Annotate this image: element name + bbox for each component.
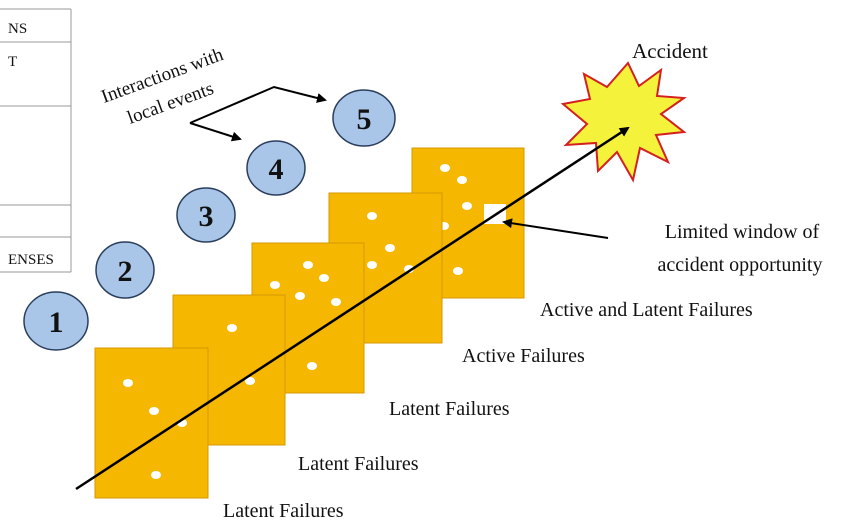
arrow-to-5 (189, 85, 327, 124)
circle-3: 3 (176, 187, 236, 243)
slice-1 (94, 347, 209, 499)
accident-trajectory (75, 126, 630, 491)
circle-4: 4 (246, 140, 306, 196)
window-label-line2: accident opportunity (658, 254, 823, 276)
table-cell: ENSES (8, 252, 54, 268)
arrow-to-4 (189, 122, 242, 142)
accident-burst (560, 61, 687, 183)
layer-label-3: Latent Failures (389, 398, 510, 420)
numbered-circles: 1 2 3 4 5 (23, 89, 396, 351)
circle-number: 5 (357, 103, 372, 136)
circle-number: 4 (269, 153, 284, 186)
window-label-line1: Limited window of (665, 221, 820, 243)
window-arrow (502, 218, 609, 239)
circle-2: 2 (95, 241, 155, 299)
layer-label-4: Active Failures (462, 345, 585, 367)
layer-label-2: Latent Failures (298, 453, 419, 475)
circle-number: 2 (118, 255, 133, 288)
layer-label-5: Active and Latent Failures (540, 299, 753, 321)
table-cell: T (8, 54, 17, 70)
circle-1: 1 (23, 291, 89, 351)
interactions-annotation: Interactions with local events (99, 44, 327, 142)
circle-number: 3 (199, 200, 214, 233)
table-cell: NS (8, 21, 27, 37)
cheese-slices (94, 147, 525, 499)
defenses-table: NS T ENSES (0, 8, 72, 273)
circle-number: 1 (49, 306, 64, 339)
layer-label-1: Latent Failures (223, 500, 344, 522)
accident-label: Accident (632, 39, 708, 63)
circle-5: 5 (332, 89, 396, 147)
